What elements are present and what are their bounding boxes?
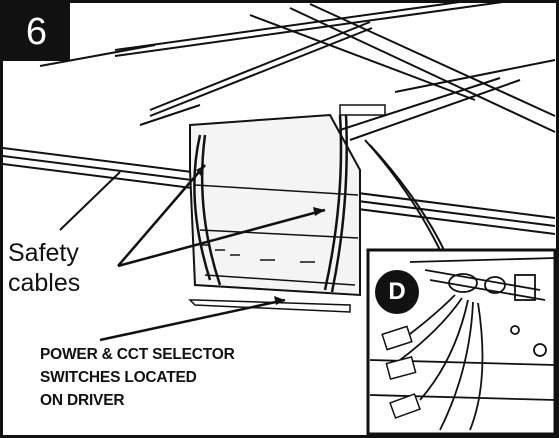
safety-cable-arrow-1 — [117, 164, 206, 267]
selector-switches-label-line1: POWER & CCT SELECTOR — [40, 346, 235, 363]
junction-wires — [364, 139, 446, 253]
fixture-details — [188, 104, 386, 313]
safety-cables — [193, 114, 348, 293]
arrowheads — [196, 165, 325, 305]
detail-inset — [366, 248, 557, 436]
selector-switches-label-line3: ON DRIVER — [40, 392, 125, 409]
safety-cables-label-line2: cables — [8, 269, 81, 297]
ceiling-grid — [0, 0, 556, 235]
selector-switches-label-line2: SWITCHES LOCATED — [40, 369, 197, 386]
light-fixture — [189, 113, 361, 297]
step-number-badge: 6 — [3, 3, 70, 61]
safety-cables-label-line1: Safety — [8, 239, 79, 267]
detail-marker-letter: D — [388, 278, 406, 305]
callout-arrows — [99, 164, 326, 342]
safety-cable-arrow-2 — [117, 208, 326, 268]
detail-marker-circle — [375, 270, 419, 314]
safety-cables-label: Safety cables — [8, 238, 80, 298]
driver-arrow — [99, 298, 286, 342]
selector-switches-label: POWER & CCT SELECTOR SWITCHES LOCATED ON… — [40, 343, 235, 412]
